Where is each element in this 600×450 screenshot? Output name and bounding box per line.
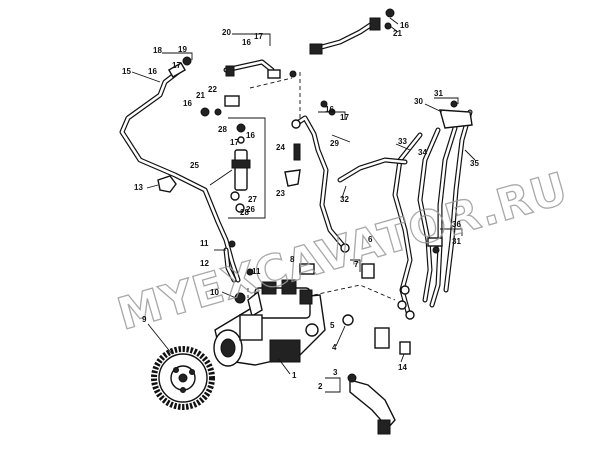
callout-28a: 28 (218, 125, 227, 134)
callout-10: 10 (210, 288, 219, 297)
callout-26: 26 (246, 205, 255, 214)
callout-22: 22 (208, 85, 217, 94)
callout-5: 5 (330, 321, 335, 330)
callout-25: 25 (190, 161, 199, 170)
callout-labels: 1 2 3 4 5 6 7 8 9 10 11 11 12 13 14 15 1… (122, 21, 479, 391)
leader-lines (131, 17, 476, 375)
callout-bracket-7 (350, 259, 361, 272)
callout-17a: 17 (172, 61, 181, 70)
callout-bracket-25 (228, 117, 266, 219)
watermark: MYEXCAVATOR.RU (112, 163, 574, 340)
callout-17d: 17 (230, 138, 239, 147)
callout-31b: 31 (452, 237, 461, 246)
callout-16b: 16 (183, 99, 192, 108)
callout-16e: 16 (325, 105, 334, 114)
callout-33: 33 (398, 137, 407, 146)
callout-35: 35 (470, 159, 479, 168)
callout-21b: 21 (393, 29, 402, 38)
callout-31a: 31 (434, 89, 443, 98)
callout-1: 1 (292, 371, 297, 380)
callout-16c: 16 (242, 38, 251, 47)
callout-36: 36 (452, 220, 461, 229)
callout-24: 24 (276, 143, 285, 152)
callout-28b: 28 (240, 208, 249, 217)
callout-14: 14 (398, 363, 407, 372)
callout-16d: 16 (400, 21, 409, 30)
callout-bracket-18 (162, 52, 193, 60)
callout-8: 8 (290, 255, 295, 264)
callout-17c: 17 (340, 113, 349, 122)
callout-16a: 16 (148, 67, 157, 76)
callout-20: 20 (222, 28, 231, 37)
callout-21a: 21 (196, 91, 205, 100)
small-parts (157, 8, 473, 435)
fuel-lines (119, 21, 473, 315)
callout-16f: 16 (246, 131, 255, 140)
callout-12: 12 (200, 259, 209, 268)
alignment-lines (247, 72, 396, 301)
callout-11a: 11 (200, 239, 209, 248)
callout-30: 30 (414, 97, 423, 106)
callout-6: 6 (368, 235, 373, 244)
callout-23: 23 (276, 189, 285, 198)
callout-34: 34 (418, 148, 427, 157)
callout-bracket-31 (434, 97, 459, 104)
callout-bracket-2 (325, 377, 341, 393)
callout-27: 27 (248, 195, 257, 204)
callout-3: 3 (333, 368, 338, 377)
injection-pump (213, 279, 326, 367)
callout-32: 32 (340, 195, 349, 204)
callout-29: 29 (330, 139, 339, 148)
callout-bracket-20 (232, 33, 271, 46)
drive-gear (151, 346, 215, 410)
callout-7: 7 (354, 260, 359, 269)
callout-17b: 17 (254, 32, 263, 41)
callout-2: 2 (318, 382, 323, 391)
callout-4: 4 (332, 343, 337, 352)
callout-9: 9 (142, 315, 147, 324)
callout-19: 19 (178, 45, 187, 54)
callout-11b: 11 (252, 267, 261, 276)
callout-bracket-16 (318, 111, 346, 120)
callout-15: 15 (122, 67, 131, 76)
callout-bracket-36 (440, 228, 463, 236)
callout-13: 13 (134, 183, 143, 192)
callout-18: 18 (153, 46, 162, 55)
